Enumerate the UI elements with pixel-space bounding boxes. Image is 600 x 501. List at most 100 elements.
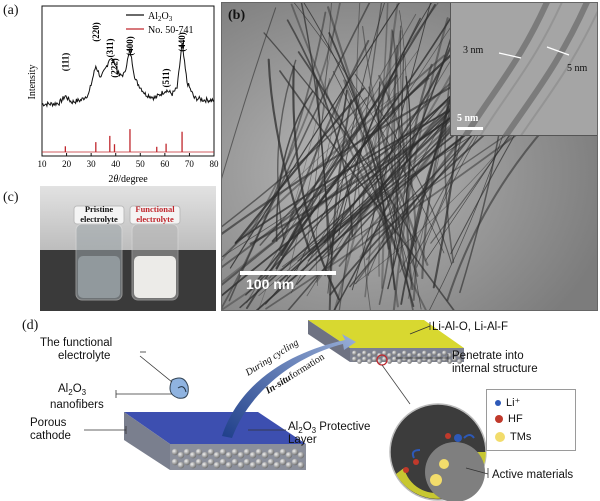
nanofiber (368, 86, 429, 266)
porous-particle (442, 356, 447, 362)
porous-particle (273, 452, 281, 459)
porous-particle (183, 448, 191, 456)
porous-particle (231, 448, 239, 456)
porous-particle (285, 452, 293, 459)
nanofiber (279, 70, 455, 310)
porous-particle (207, 448, 215, 456)
scale-bar (240, 271, 336, 275)
porous-particle (291, 458, 299, 466)
scale-bar-label: 100 nm (246, 276, 294, 292)
porous-particle (183, 458, 191, 466)
porous-particle (432, 350, 437, 356)
penetrate-label-2: internal structure (452, 363, 538, 375)
peak-label: (440) (177, 32, 187, 52)
porous-particle (297, 462, 305, 469)
top-layer-label: Li-Al-O, Li-Al-F (432, 321, 508, 333)
left-vial-label-2: electrolyte (80, 214, 118, 224)
nanofiber (267, 58, 311, 252)
porous-particle (267, 448, 275, 456)
nanofiber (234, 87, 365, 245)
nanofiber (265, 77, 468, 305)
nanofibers-label-2: nanofibers (50, 399, 104, 411)
nanofiber (222, 7, 277, 179)
legend-item-li: Li⁺ (495, 396, 520, 409)
porous-particle (243, 458, 251, 466)
peak-label: (511) (161, 68, 171, 87)
panel-label-a: (a) (3, 3, 19, 18)
nanofiber (387, 75, 412, 290)
porous-particle (432, 356, 437, 362)
porous-particle (231, 458, 239, 466)
functional-electrolyte-label-1: The functional (40, 337, 112, 349)
porous-particle (207, 458, 215, 466)
nanofiber (297, 51, 415, 308)
nanofiber (228, 3, 371, 302)
right-vial-label-2: electrolyte (136, 214, 174, 224)
porous-particle (427, 353, 432, 358)
porous-particle (261, 462, 269, 469)
inset-label-5nm: 5 nm (567, 63, 588, 74)
porous-particle (177, 462, 185, 469)
nanofibers-label-1: Al2O3 (58, 383, 87, 397)
porous-particle (402, 350, 407, 356)
porous-particle (189, 452, 197, 459)
porous-particle (422, 350, 427, 356)
x-tick-label: 20 (62, 159, 72, 169)
schematic-drawing: The functional electrolyte Al2O3 nanofib… (30, 320, 573, 501)
penetrate-label-1: Penetrate into (452, 350, 524, 362)
schematic-legend: Li⁺ HF TMs (486, 389, 576, 451)
legend-label-ref: No. 50-741 (148, 25, 194, 36)
x-tick-label: 50 (136, 159, 146, 169)
nanofiber (303, 3, 399, 253)
nanofiber (343, 79, 399, 308)
protective-layer-slab (124, 412, 306, 444)
vials-photo: Pristine electrolyte Functional electrol… (40, 186, 216, 311)
peak-label: (400) (125, 36, 135, 56)
porous-particle (412, 350, 417, 356)
porous-particle (457, 359, 462, 364)
porous-particle (177, 452, 185, 459)
nanofiber (306, 3, 332, 247)
porous-particle (267, 458, 275, 466)
nanofiber (327, 6, 419, 277)
porous-particle (407, 359, 412, 364)
porous-particle (243, 448, 251, 456)
porous-cathode-label-1: Porous (30, 417, 67, 429)
legend-item-tms: TMs (495, 431, 531, 443)
inset-scale-label: 5 nm (457, 113, 479, 124)
nanofiber (392, 17, 449, 310)
inset-scale-bar (457, 127, 483, 130)
porous-particle (261, 452, 269, 459)
porous-particle (422, 356, 427, 362)
porous-particle (213, 452, 221, 459)
nanofiber (362, 25, 417, 251)
x-tick-label: 80 (210, 159, 220, 169)
functional-electrolyte-liquid (134, 256, 176, 298)
nanofiber (364, 3, 389, 298)
porous-particle (291, 448, 299, 456)
protective-layer-label-1: Al2O3 Protective (288, 421, 370, 435)
x-tick-label: 60 (160, 159, 170, 169)
nanofiber (290, 3, 427, 310)
nanofiber (381, 29, 394, 289)
legend-label-al2o3: Al2O3 (148, 11, 173, 23)
nanofiber (280, 74, 398, 256)
peak-label: (222) (109, 58, 119, 78)
porous-particle (417, 359, 422, 364)
porous-particle (412, 356, 417, 362)
porous-particle (201, 452, 209, 459)
porous-particle (225, 462, 233, 469)
right-vial-label-1: Functional (135, 204, 175, 214)
porous-particle (357, 353, 362, 358)
porous-particle (452, 350, 457, 356)
nanofiber (338, 3, 383, 310)
porous-particle (213, 462, 221, 469)
active-materials-label: Active materials (492, 469, 573, 481)
nanofiber (315, 80, 333, 256)
porous-particle (382, 356, 387, 362)
porous-particle (382, 350, 387, 356)
nanofiber (222, 97, 368, 228)
peak-label: (311) (105, 38, 115, 57)
nanofiber (276, 59, 297, 241)
